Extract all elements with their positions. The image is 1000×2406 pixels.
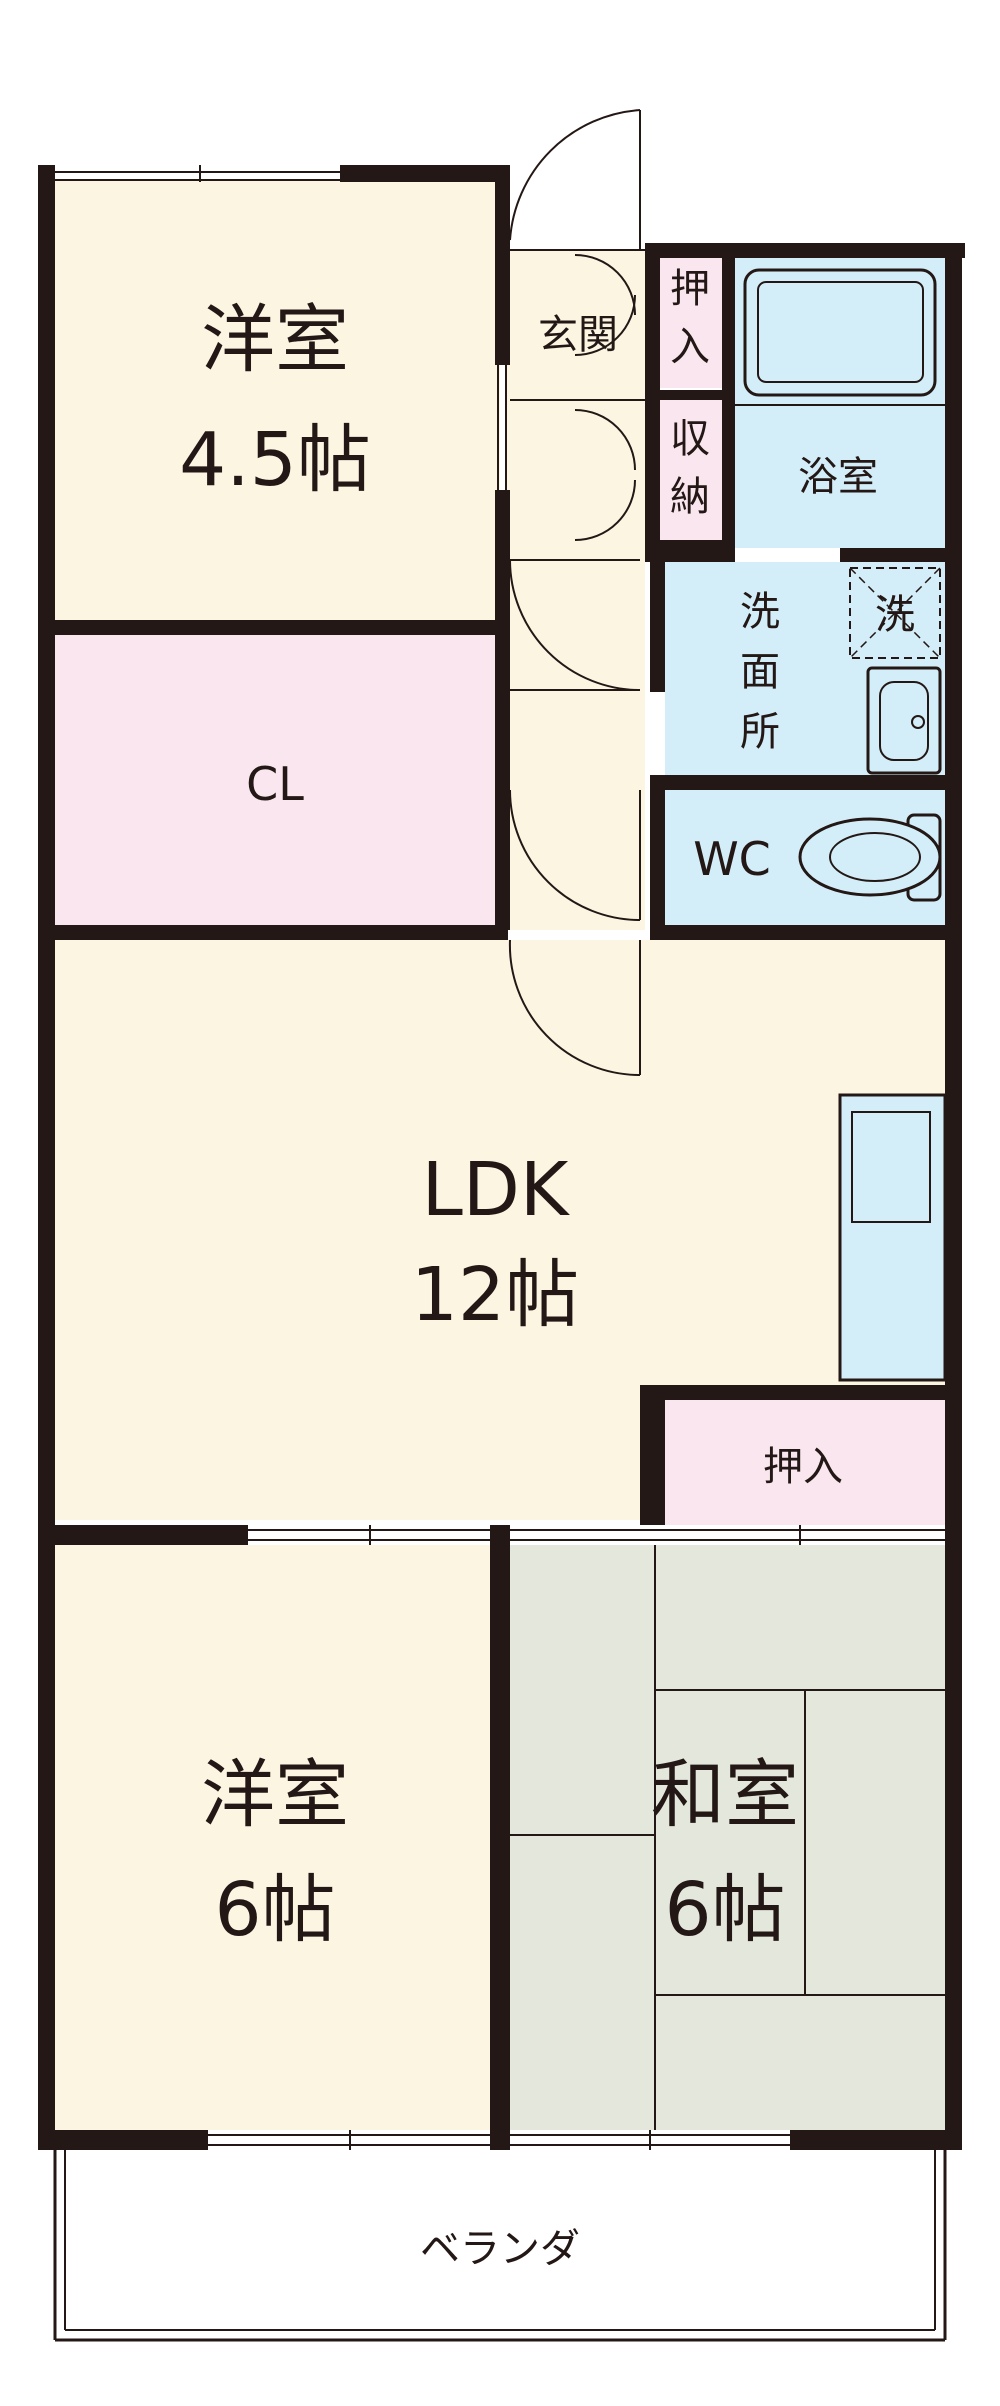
room-japanese-size: 6帖 [664,1867,785,1953]
room-storage-top-char2: 入 [670,324,710,370]
room-washroom-char1: 洗 [740,589,780,635]
washer-label: 洗 [875,592,915,638]
room-closet-fill [55,635,495,925]
room-washroom-char3: 所 [740,709,780,755]
room-storage-ldk-label: 押入 [763,1444,843,1490]
hallway-fill [505,250,645,930]
room-storage-top-char1: 押 [670,266,710,312]
room-storage-mid-char2: 納 [670,474,710,520]
walls [38,165,965,2150]
room-bath-label: 浴室 [798,454,878,500]
room-western-top-size: 4.5帖 [179,417,371,503]
room-western-top-name: 洋室 [201,297,349,383]
room-entrance-label: 玄関 [538,312,618,358]
room-western-bottom-name: 洋室 [201,1752,349,1838]
balcony [53,2150,947,2342]
tatami-lines [510,1545,945,2130]
japanese-room-fill [510,1545,945,2130]
room-western-bottom-size: 6帖 [214,1867,335,1953]
bathtub-icon [735,268,945,406]
room-ldk-size: 12帖 [411,1252,579,1338]
room-japanese-name: 和室 [651,1752,799,1838]
room-washroom-char2: 面 [740,649,780,695]
room-wc-label: WC [693,832,771,886]
room-ldk-name: LDK [422,1147,571,1233]
washer-pan-icon [849,567,941,659]
room-storage-mid-char1: 収 [670,416,710,462]
windows [55,165,945,2150]
room-closet-label: CL [246,757,304,811]
storage-top-fill [660,258,722,388]
room-balcony-label: ベランダ [420,2226,580,2272]
kitchen-counter-icon [838,1093,947,1382]
storage-ldk-fill [665,1400,945,1525]
door-swing-icon [508,109,645,1076]
washbasin-icon [866,666,942,775]
toilet-icon [798,813,942,902]
room-western-top-fill [55,180,500,625]
storage-mid-fill [660,400,722,540]
western-bottom-fill [55,1545,495,2130]
